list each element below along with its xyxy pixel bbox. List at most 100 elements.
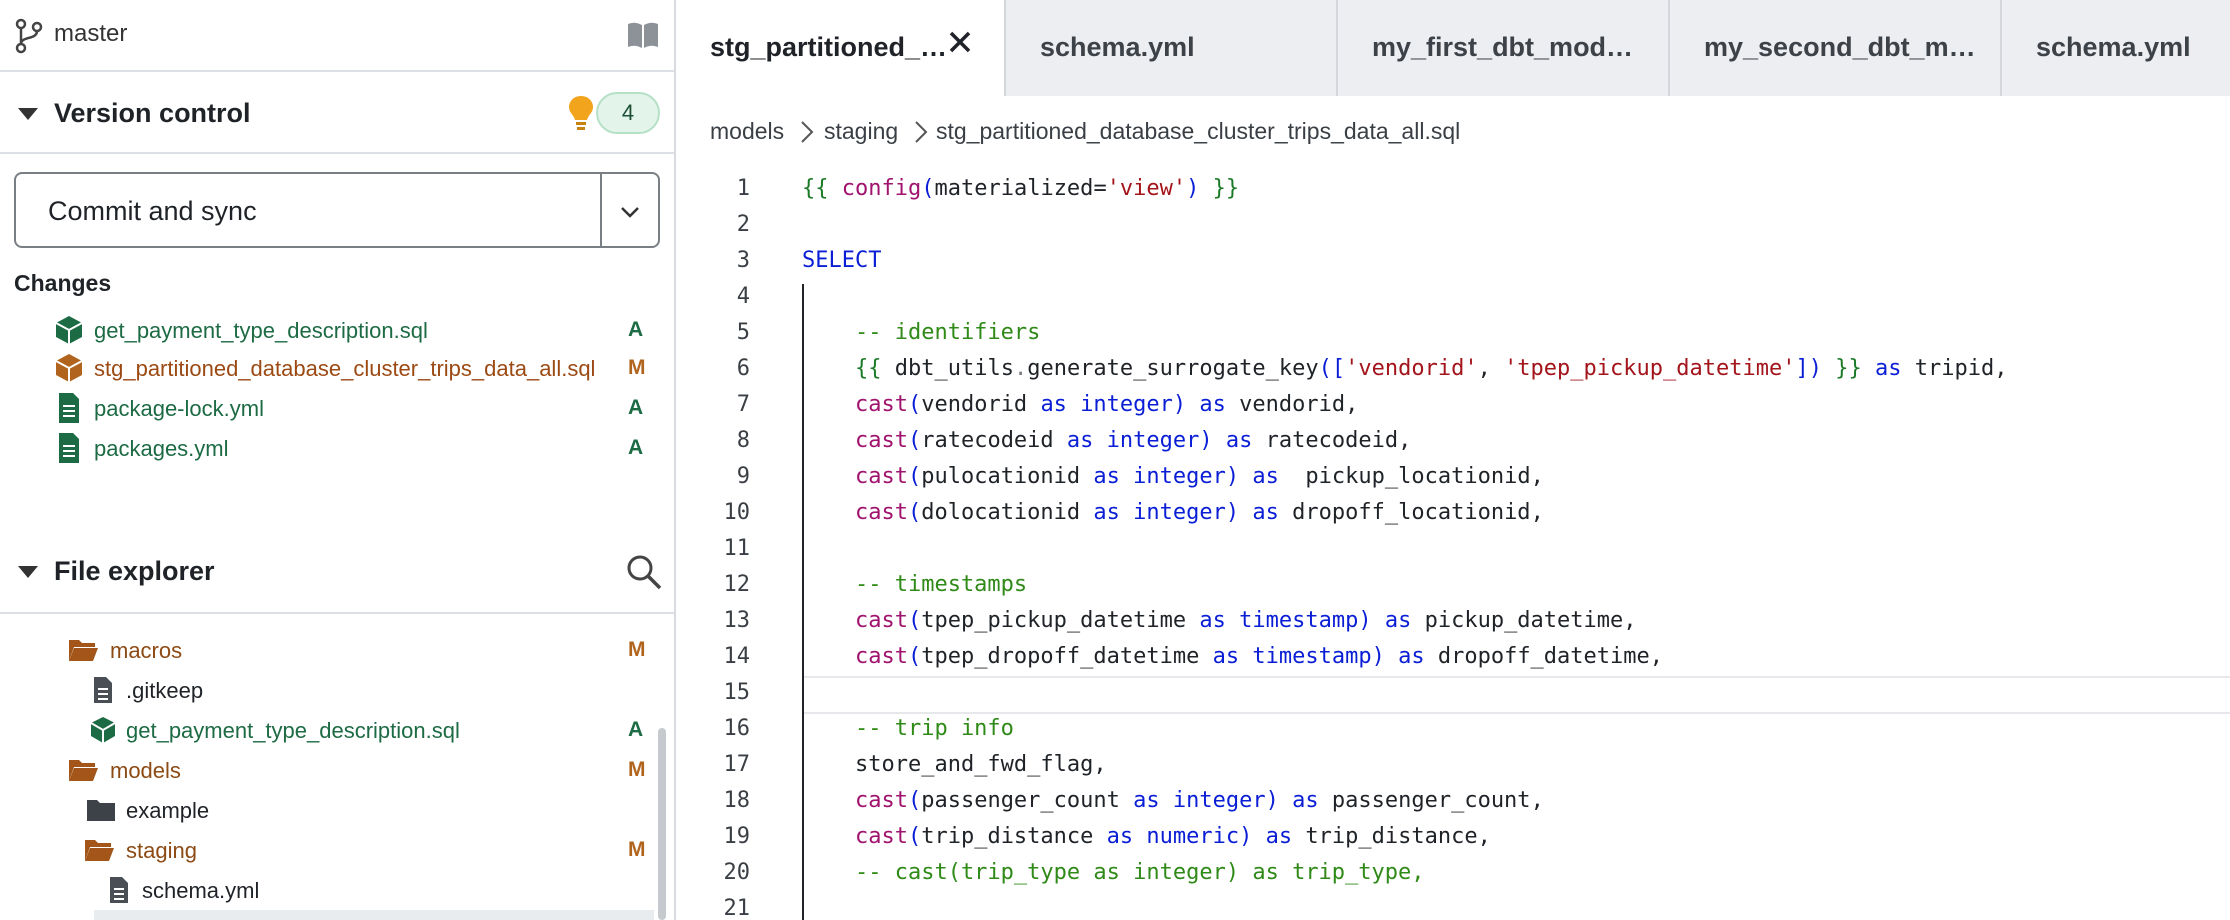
code-line[interactable]: -- cast(trip_type as integer) as trip_ty… xyxy=(802,860,1425,885)
change-item[interactable]: stg_partitioned_database_cluster_trips_d… xyxy=(0,350,674,388)
book-icon[interactable] xyxy=(626,20,660,50)
line-number: 9 xyxy=(736,464,750,489)
breadcrumb: models staging stg_partitioned_database_… xyxy=(678,96,2230,174)
code-line[interactable]: cast(pulocationid as integer) as pickup_… xyxy=(854,464,1544,489)
tab-my-second-dbt-model[interactable]: my_second_dbt_m… xyxy=(1672,0,2002,96)
model-cube-icon xyxy=(55,354,83,382)
code-line[interactable]: -- timestamps xyxy=(802,572,1028,597)
tree-item-selected[interactable] xyxy=(94,910,654,920)
changes-label: Changes xyxy=(14,270,112,296)
line-number: 1 xyxy=(736,176,750,201)
commit-label: Commit and sync xyxy=(48,196,257,226)
change-item[interactable]: package-lock.yml A xyxy=(0,390,674,428)
code-line[interactable]: {{ dbt_utils.generate_surrogate_key(['ve… xyxy=(854,356,2008,381)
line-number: 8 xyxy=(736,428,750,453)
tree-item-staging[interactable]: staging M xyxy=(0,832,650,870)
breadcrumb-models[interactable]: models xyxy=(710,118,785,144)
file-icon xyxy=(110,877,128,903)
version-control-header[interactable]: Version control 4 xyxy=(0,74,674,154)
code-line[interactable]: SELECT xyxy=(802,248,882,273)
tab-stg-partitioned[interactable]: stg_partitioned_… xyxy=(678,0,1006,96)
line-number: 13 xyxy=(723,608,751,633)
tree-item-label: example xyxy=(126,798,210,823)
tree-item-gitkeep[interactable]: .gitkeep xyxy=(0,672,650,710)
chevron-right-icon xyxy=(915,121,928,143)
chevron-down-icon[interactable] xyxy=(614,196,646,228)
tree-item-example[interactable]: example xyxy=(0,792,650,830)
commit-divider xyxy=(600,174,602,246)
code-line[interactable]: cast(ratecodeid as integer) as ratecodei… xyxy=(854,428,1412,453)
tree-item-get-payment[interactable]: get_payment_type_description.sql A xyxy=(0,712,650,750)
folder-open-icon xyxy=(85,840,114,861)
tab-my-first-dbt-model[interactable]: my_first_dbt_mod… xyxy=(1340,0,1670,96)
code-line[interactable]: {{ config(materialized='view') }} xyxy=(802,176,1240,201)
code-line[interactable]: cast(passenger_count as integer) as pass… xyxy=(854,788,1544,813)
code-line[interactable]: -- trip info xyxy=(802,716,1014,741)
change-status: A xyxy=(628,318,644,341)
caret-down-icon[interactable] xyxy=(18,566,38,578)
current-line-highlight xyxy=(802,676,2230,714)
code-line[interactable]: cast(dolocationid as integer) as dropoff… xyxy=(854,500,1544,525)
tree-item-label: get_payment_type_description.sql xyxy=(126,718,460,743)
tree-item-models[interactable]: models M xyxy=(0,752,650,790)
folder-closed-icon xyxy=(87,800,115,821)
tree-item-status: M xyxy=(628,838,646,861)
file-icon xyxy=(59,393,79,423)
line-number: 18 xyxy=(723,788,751,813)
change-item[interactable]: get_payment_type_description.sql A xyxy=(0,312,674,350)
lightbulb-icon[interactable] xyxy=(568,94,594,132)
tab-label: schema.yml xyxy=(1040,32,1195,62)
change-status: M xyxy=(628,356,646,379)
breadcrumb-staging[interactable]: staging xyxy=(824,118,899,144)
editor: stg_partitioned_… schema.yml my_first_db… xyxy=(678,0,2230,920)
code-line[interactable]: cast(tpep_pickup_datetime as timestamp) … xyxy=(854,608,1637,633)
line-number: 5 xyxy=(736,320,750,345)
change-file-name: packages.yml xyxy=(94,436,229,461)
line-number: 10 xyxy=(723,500,751,525)
line-number: 15 xyxy=(723,680,751,705)
line-number: 12 xyxy=(723,572,751,597)
tree-item-schema[interactable]: schema.yml xyxy=(0,872,650,910)
line-number: 7 xyxy=(736,392,750,417)
tab-schema-1[interactable]: schema.yml xyxy=(1008,0,1338,96)
version-control-title: Version control xyxy=(54,98,251,128)
branch-name[interactable]: master xyxy=(54,20,128,47)
file-icon xyxy=(94,677,112,703)
line-number: 14 xyxy=(723,644,751,669)
tree-item-macros[interactable]: macros M xyxy=(0,632,650,670)
code-line[interactable]: cast(trip_distance as numeric) as trip_d… xyxy=(854,824,1491,849)
caret-down-icon[interactable] xyxy=(18,108,38,120)
close-icon[interactable] xyxy=(946,28,974,56)
tree-item-status: A xyxy=(628,718,644,741)
code-line[interactable]: cast(tpep_dropoff_datetime as timestamp)… xyxy=(854,644,1664,669)
commit-and-sync-button[interactable]: Commit and sync xyxy=(14,172,660,248)
breadcrumb-file[interactable]: stg_partitioned_database_cluster_trips_d… xyxy=(936,118,1461,144)
tab-label: stg_partitioned_… xyxy=(710,32,948,62)
indent-guide xyxy=(802,284,804,920)
tree-item-status: M xyxy=(628,758,646,781)
change-item[interactable]: packages.yml A xyxy=(0,430,674,468)
chevron-right-icon xyxy=(801,121,814,143)
tab-bar: stg_partitioned_… schema.yml my_first_db… xyxy=(678,0,2230,96)
tree-item-label: schema.yml xyxy=(142,878,260,903)
tree-item-label: macros xyxy=(110,638,183,663)
tab-label: schema.yml xyxy=(2036,32,2191,62)
line-number: 11 xyxy=(723,536,751,561)
tab-label: my_first_dbt_mod… xyxy=(1372,32,1634,62)
code-line[interactable]: -- identifiers xyxy=(802,320,1041,345)
search-icon[interactable] xyxy=(626,554,662,590)
file-explorer-scrollbar-thumb[interactable] xyxy=(658,728,666,920)
code-line[interactable]: store_and_fwd_flag, xyxy=(854,752,1107,777)
change-status: A xyxy=(628,436,644,459)
file-icon xyxy=(59,433,79,463)
file-explorer-header[interactable]: File explorer xyxy=(0,532,674,614)
change-file-name: package-lock.yml xyxy=(94,396,264,421)
tree-item-status: M xyxy=(628,638,646,661)
line-number: 16 xyxy=(723,716,751,741)
line-number: 21 xyxy=(723,896,751,920)
model-cube-icon xyxy=(90,717,116,743)
tab-schema-2[interactable]: schema.yml xyxy=(2004,0,2230,96)
code-line[interactable]: cast(vendorid as integer) as vendorid, xyxy=(854,392,1359,417)
change-file-name: get_payment_type_description.sql xyxy=(94,318,428,343)
